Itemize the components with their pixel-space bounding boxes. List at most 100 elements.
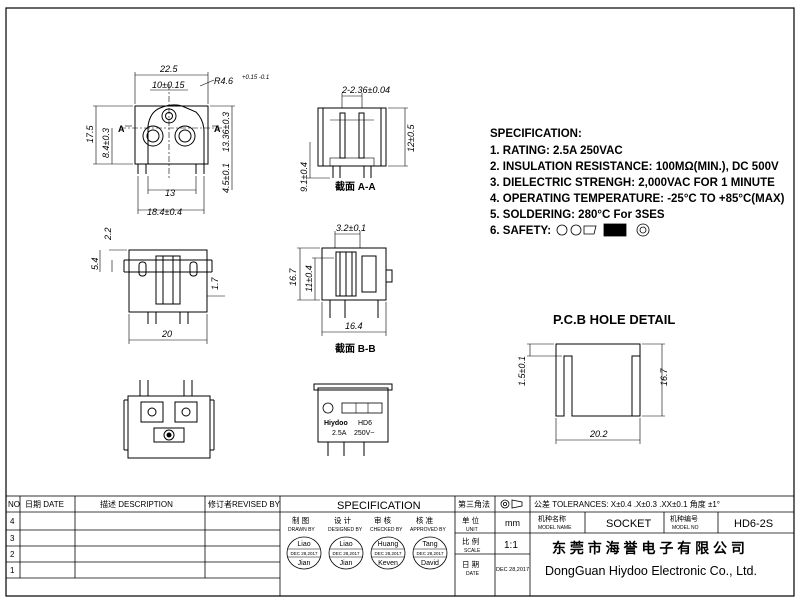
company-en: DongGuan Hiydoo Electronic Co., Ltd. — [545, 564, 757, 578]
dim-9-1: 9.1±0.4 — [299, 162, 309, 192]
stamp3-date: DEC 28,2017 — [374, 551, 402, 556]
dim-18-4: 18.4±0.4 — [147, 207, 182, 217]
dim-5-4: 5.4 — [90, 257, 100, 270]
tb-date-label: 日期 DATE — [25, 500, 64, 509]
spec-item-5: 5. SOLDERING: 280°C For 3SES — [490, 209, 665, 221]
tb-projection: 第三角法 — [458, 499, 490, 509]
approval-labels: 制 图 DRAWN BY 设 计 DESIGNED BY 审 核 CHECKED… — [288, 515, 447, 533]
cul-mark-icon — [570, 224, 582, 236]
dim-16-7-b: 16.7 — [659, 367, 669, 386]
designed-en: DESIGNED BY — [328, 527, 363, 533]
spec-item-2: 2. INSULATION RESISTANCE: 100MΩ(MIN.), D… — [490, 161, 779, 173]
top-view — [99, 249, 225, 344]
dim-20-2: 20.2 — [589, 429, 608, 439]
ccc-mark-inner-icon — [639, 226, 647, 234]
model-name-value: SOCKET — [606, 518, 652, 530]
dim-r4-6: R4.6 — [214, 76, 233, 86]
title-block-header: NO 日期 DATE 描述 DESCRIPTION 修订者REVISED BY … — [8, 499, 720, 575]
dim-4-5: 4.5±0.1 — [221, 163, 231, 193]
scale-value: 1:1 — [504, 540, 518, 551]
model-no-en: MODEL NO — [672, 525, 699, 531]
tb-row-1: 1 — [10, 566, 15, 575]
company-cn: 东 莞 市 海 誉 电 子 有 限 公 司 — [552, 540, 745, 556]
approved-en: APPROVED BY — [410, 527, 447, 533]
approved-label: 核 准 — [416, 515, 434, 525]
section-bb-dimensions: 3.2±0.1 16.7 11±0.4 16.4 截面 B-B — [288, 223, 376, 355]
stamp3-bottom: Keven — [378, 560, 398, 567]
drawn-label: 制 图 — [292, 515, 309, 525]
section-aa-dimensions: 2-2.36±0.04 12±0.5 9.1±0.4 截面 A-A — [299, 85, 416, 193]
dim-20: 20 — [161, 329, 172, 339]
tb-desc-label: 描述 DESCRIPTION — [100, 499, 173, 509]
front-label-text: Hiydoo HD6 2.5A 250V~ — [324, 420, 374, 437]
unit-value: mm — [505, 518, 520, 528]
model-info: 机种名称 MODEL NAME SOCKET 机种编号 MODEL NO HD6… — [538, 514, 773, 531]
date-cn: 日 期 — [462, 560, 479, 569]
stamp2-bottom: Jian — [340, 560, 353, 567]
front-label-brand: Hiydoo — [324, 420, 348, 427]
front-view-dimensions: 22.5 10±0.15 R4.6 +0.15 -0.1 17.5 8.4±0.… — [85, 64, 269, 217]
spec-item-3: 3. DIELECTRIC STRENGH: 2,000VAC FOR 1 MI… — [490, 177, 775, 189]
specification-block: SPECIFICATION: 1. RATING: 2.5A 250VAC 2.… — [490, 128, 785, 237]
designed-label: 设 计 — [334, 515, 352, 525]
scale-en: SCALE — [464, 548, 481, 554]
section-label-bb: 截面 B-B — [335, 342, 376, 355]
pcb-detail-title: P.C.B HOLE DETAIL — [553, 312, 675, 327]
date-en: DATE — [466, 571, 480, 577]
stamp4-date: DEC 28,2017 — [416, 551, 444, 556]
section-aa-view — [307, 93, 408, 179]
stamp-checked: Huang DEC 28,2017 Keven — [370, 536, 406, 570]
scale-label: 比 例 — [462, 536, 479, 546]
tb-row-3: 3 — [10, 534, 15, 543]
dim-3-2: 3.2±0.1 — [336, 223, 366, 233]
stamp2-date: DEC 28,2017 — [332, 551, 360, 556]
dim-11: 11±0.4 — [304, 265, 314, 292]
dim-13-36: 13.36±0.3 — [221, 112, 231, 152]
pcb-hole-drawing — [527, 343, 665, 444]
dim-8-4: 8.4±0.3 — [101, 128, 111, 158]
stamp3-top: Huang — [378, 541, 399, 548]
ccc-mark-icon — [636, 223, 650, 237]
dim-10: 10±0.15 — [152, 80, 185, 90]
dim-r4-6-tol-upper: +0.15 -0.1 — [242, 75, 269, 81]
section-mark-a-left: A — [118, 124, 125, 134]
model-no-value: HD6-2S — [734, 518, 773, 530]
section-bb-view — [297, 231, 393, 336]
checked-label: 审 核 — [374, 515, 392, 525]
stamp4-bottom: David — [421, 560, 439, 567]
front-label-model: HD6 — [358, 420, 372, 427]
model-no-label: 机种编号 — [670, 514, 698, 523]
dim-2-36: 2-2.36±0.04 — [341, 85, 390, 95]
pcb-dimensions: 1.5±0.1 16.7 20.2 — [517, 356, 669, 439]
tb-row-2: 2 — [10, 550, 15, 559]
tb-row-4: 4 — [10, 517, 15, 526]
dim-2-2: 2.2 — [103, 227, 113, 241]
drawn-en: DRAWN BY — [288, 527, 315, 533]
spec-heading: SPECIFICATION: — [490, 128, 582, 140]
dim-17-5: 17.5 — [85, 124, 95, 143]
spec-item-4: 4. OPERATING TEMPERATURE: -25°C TO +85°C… — [490, 193, 785, 205]
tb-revised-label: 修订者REVISED BY — [208, 499, 281, 509]
tb-tolerances: 公差 TOLERANCES: X±0.4 .X±0.3 .XX±0.1 角度 ±… — [534, 499, 720, 509]
dim-1-7: 1.7 — [210, 276, 220, 290]
title-block-grid — [5, 495, 795, 597]
section-mark-a-right: A — [214, 124, 221, 134]
spec-item-1: 1. RATING: 2.5A 250VAC — [490, 145, 623, 157]
checked-en: CHECKED BY — [370, 527, 403, 533]
unit-scale-date: 单 位 UNIT mm 比 例 SCALE 1:1 日 期 DATE DEC 2… — [462, 515, 529, 577]
company-info: 东 莞 市 海 誉 电 子 有 限 公 司 DongGuan Hiydoo El… — [545, 540, 757, 578]
ul-mark-icon — [556, 224, 568, 236]
front-label-rating-a: 2.5A — [332, 430, 347, 437]
bottom-view — [123, 380, 215, 459]
safety-marks — [556, 223, 650, 237]
section-label-aa: 截面 A-A — [335, 180, 376, 193]
date-value: DEC 28,2017 — [496, 567, 529, 573]
dim-1-5: 1.5±0.1 — [517, 356, 527, 386]
stamp-approved: Tang DEC 28,2017 David — [412, 536, 448, 570]
stamp4-top: Tang — [422, 541, 437, 548]
dim-16-7-a: 16.7 — [288, 267, 298, 286]
model-name-en: MODEL NAME — [538, 525, 572, 531]
stamp1-date: DEC 28,2017 — [290, 551, 318, 556]
vde-mark-icon — [603, 223, 627, 237]
